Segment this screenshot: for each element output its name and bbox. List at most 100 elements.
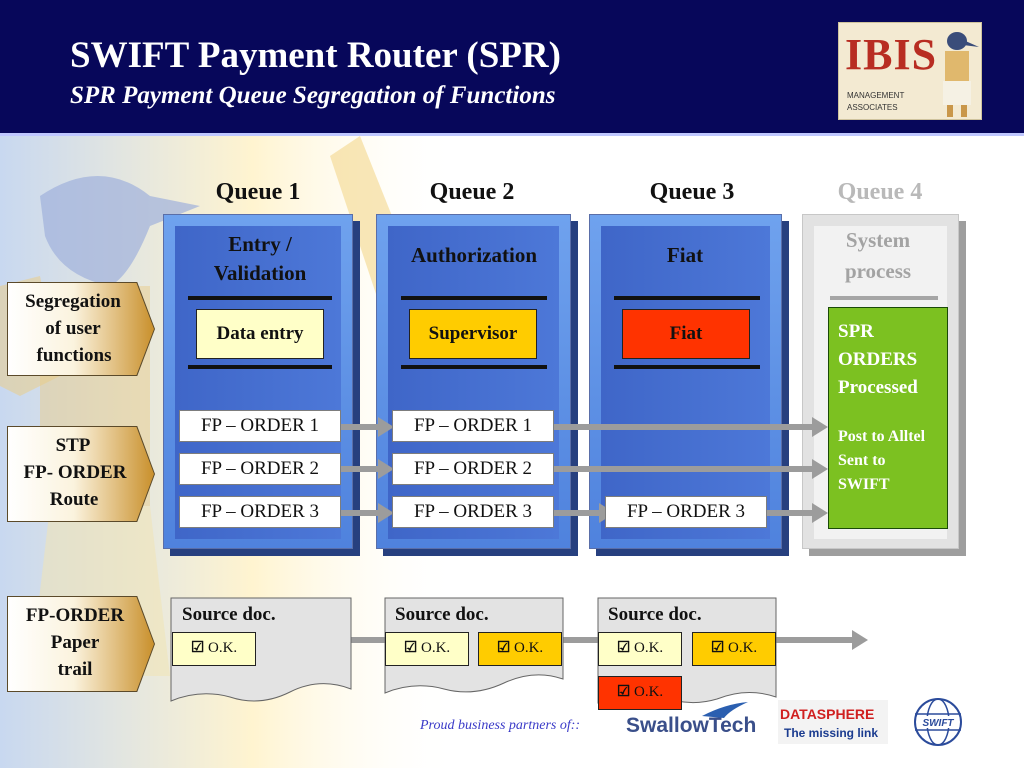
checkbox-checked-icon: ☑ [616, 640, 631, 656]
checkbox-checked-icon: ☑ [710, 640, 725, 656]
ok-label: O.K. [208, 640, 238, 656]
data-entry-role-box: Data entry [196, 309, 324, 359]
swift-logo-text: SWIFT [922, 718, 954, 729]
ok-label: O.K. [514, 640, 544, 656]
arrow-head [378, 503, 394, 523]
divider [188, 365, 332, 369]
arrow-order-2-q1-q2 [340, 466, 380, 472]
ok-checkbox-q2-data-entry: ☑ O.K. [385, 632, 469, 666]
logo-sub2: ASSOCIATES [847, 103, 898, 112]
queue-2-title: Authorization [411, 243, 537, 267]
arrow-order-1-q1-q2 [340, 424, 380, 430]
queue-4-title-line2: process [844, 259, 912, 283]
order-box-q2-2: FP – ORDER 2 [392, 453, 554, 485]
swallow-bird-icon [702, 702, 748, 718]
divider [401, 365, 547, 369]
partners-label: Proud business partners of:: [420, 718, 581, 733]
ok-label: O.K. [634, 640, 664, 656]
order-box-q2-3: FP – ORDER 3 [392, 496, 554, 528]
system-line-2: ORDERS [838, 349, 918, 370]
checkbox-checked-icon: ☑ [496, 640, 511, 656]
row-label-text: functions [36, 345, 112, 366]
ok-checkbox-q3-fiat: ☑ O.K. [598, 676, 682, 710]
system-processed-box [828, 307, 948, 529]
source-doc-2 [384, 597, 564, 694]
arrow-paper-3-out [776, 637, 854, 643]
source-doc-1 [170, 597, 352, 702]
row-label-segregation [8, 283, 154, 375]
page-title: SWIFT Payment Router (SPR) [70, 35, 561, 76]
arrow-head [378, 417, 394, 437]
system-line-4: Post to Alltel [838, 428, 926, 445]
checkbox-checked-icon: ☑ [403, 640, 418, 656]
checkbox-checked-icon: ☑ [616, 684, 631, 700]
queue-2-inner [388, 226, 559, 539]
divider [188, 296, 332, 300]
swallowtech-logo: SwallowTech [626, 714, 757, 737]
ok-checkbox-q3-data-entry: ☑ O.K. [598, 632, 682, 666]
row-label-text: Route [49, 489, 99, 510]
queue-3-header: Queue 3 [649, 179, 735, 205]
fiat-role-box: Fiat [622, 309, 750, 359]
queue-1-header: Queue 1 [215, 179, 301, 205]
arrow-head [852, 630, 868, 650]
queue-4-title-line1: System [845, 228, 911, 252]
divider [614, 296, 760, 300]
ok-checkbox-q2-supervisor: ☑ O.K. [478, 632, 562, 666]
checkbox-checked-icon: ☑ [190, 640, 205, 656]
row-label-text: FP-ORDER [25, 605, 125, 626]
order-box-q2-1: FP – ORDER 1 [392, 410, 554, 442]
arrow-paper-1-2 [350, 637, 386, 643]
ibis-figure-icon [943, 32, 979, 117]
logo-sub1: MANAGEMENT [847, 91, 905, 100]
row-label-text: STP [55, 435, 91, 456]
row-label-text: FP- ORDER [23, 462, 127, 483]
datasphere-tagline: The missing link [784, 726, 879, 740]
queue-4-header: Queue 4 [837, 179, 923, 205]
row-label-text: Paper [50, 632, 100, 653]
row-label-stp [8, 427, 154, 521]
divider [614, 365, 760, 369]
order-box-q1-1: FP – ORDER 1 [179, 410, 341, 442]
queue-3-inner [601, 226, 770, 539]
ok-label: O.K. [634, 684, 664, 700]
source-doc-label: Source doc. [182, 604, 276, 625]
divider [401, 296, 547, 300]
queue-1-title-line1: Entry / [228, 232, 292, 256]
logo-wordmark: IBIS [845, 30, 938, 79]
arrow-order-2-q2-q4 [552, 466, 814, 472]
ibis-logo: IBIS MANAGEMENT ASSOCIATES [838, 22, 982, 120]
queue-1-title-line2: Validation [213, 261, 307, 285]
swift-globe-logo: SWIFT [914, 698, 962, 746]
arrow-order-3-q3-q4 [765, 510, 815, 516]
arrow-paper-2-3 [562, 637, 598, 643]
row-label-text: trail [57, 659, 93, 680]
datasphere-wordmark: DATASPHERE [780, 706, 875, 722]
arrow-head [812, 459, 828, 479]
arrow-order-1-q2-q4 [552, 424, 814, 430]
arrow-order-3-q1-q2 [340, 510, 380, 516]
queue-2-header: Queue 2 [429, 179, 515, 205]
arrow-order-3-q2-q3 [552, 510, 602, 516]
ok-label: O.K. [728, 640, 758, 656]
row-label-text: of user [45, 318, 101, 339]
supervisor-role-box: Supervisor [409, 309, 537, 359]
page-subtitle: SPR Payment Queue Segregation of Functio… [70, 82, 556, 109]
datasphere-logo: DATASPHERE The missing link [778, 700, 888, 744]
source-doc-label: Source doc. [608, 604, 702, 625]
order-box-q3-3: FP – ORDER 3 [605, 496, 767, 528]
system-line-3: Processed [838, 377, 918, 398]
row-label-paper-trail [8, 597, 154, 691]
divider [830, 296, 938, 300]
order-box-q1-3: FP – ORDER 3 [179, 496, 341, 528]
queue-1-inner [175, 226, 341, 539]
ok-checkbox-q3-supervisor: ☑ O.K. [692, 632, 776, 666]
row-label-text: Segregation [25, 291, 121, 312]
ok-label: O.K. [421, 640, 451, 656]
arrow-head [812, 503, 828, 523]
system-line-5: Sent to [838, 452, 886, 469]
ok-checkbox-q1: ☑ O.K. [172, 632, 256, 666]
system-line-1: SPR [838, 321, 874, 342]
queue-3-title: Fiat [666, 243, 704, 267]
arrow-head [812, 417, 828, 437]
